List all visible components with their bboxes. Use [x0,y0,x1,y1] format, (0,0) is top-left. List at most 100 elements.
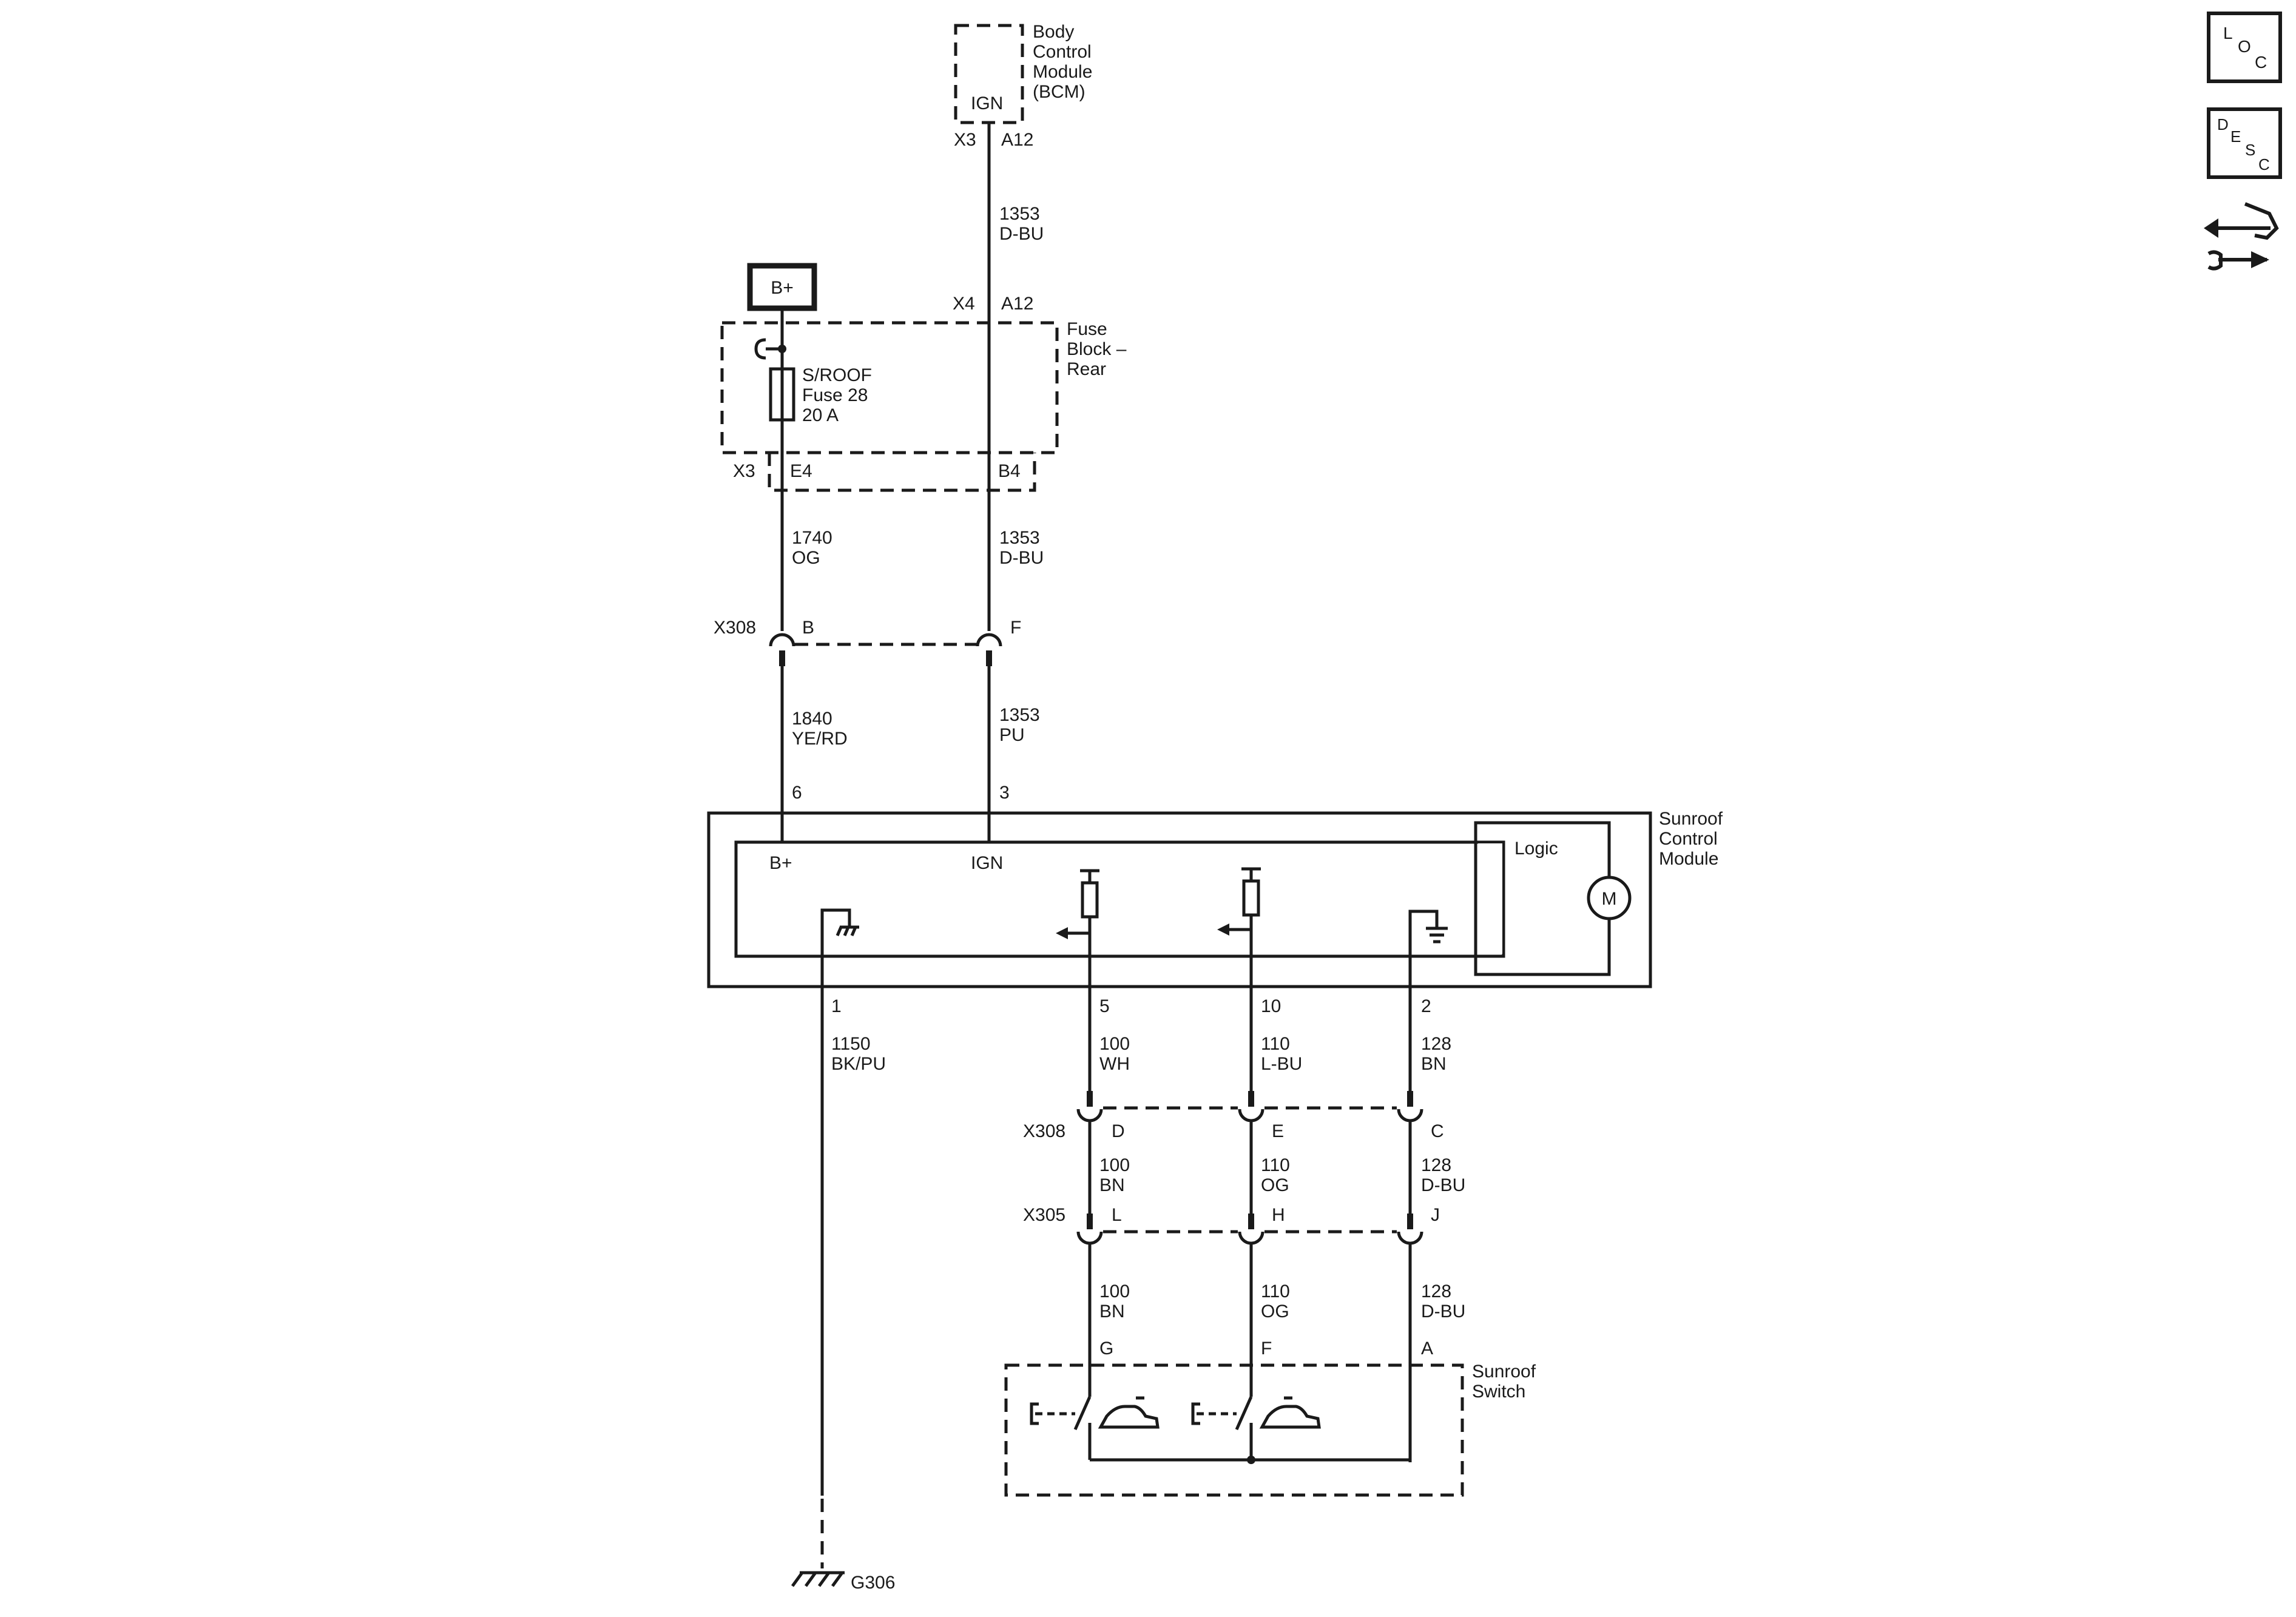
circuit-color: BN [1099,1175,1125,1195]
scm-pin-5: 5 [1099,996,1110,1016]
circuit-color: OG [1261,1301,1289,1322]
circuit-label-100-bn: 100 BN [1099,1155,1135,1195]
fuse-label-line: S/ROOF [802,365,872,385]
chassis-ground-g306: G306 [791,1571,895,1593]
connector-pin-b: B [802,618,814,638]
scm-pin-2: 2 [1421,996,1431,1016]
bcm-name-line: (BCM) [1033,82,1086,102]
connector-pin-e: E [1272,1121,1284,1141]
scm-name-line: Module [1659,849,1718,869]
sunroof-switch: Sunroof Switch [1004,1362,1541,1497]
circuit-color: L-BU [1261,1054,1302,1074]
loc-icon[interactable]: L O C [2207,12,2282,83]
circuit-number: 100 [1099,1281,1130,1301]
desc-icon[interactable]: D E S C [2207,107,2282,179]
circuit-color: YE/RD [792,729,848,749]
connector-navigation-icon[interactable] [2204,202,2279,271]
circuit-label-100-bn: 100 BN [1099,1281,1135,1322]
bcm-connector-label: X3 [954,130,976,150]
fuse-block-connector-x4: X4 [953,294,975,314]
ground-label: G306 [851,1573,895,1593]
connector-pin-f: F [1010,618,1021,638]
circuit-number: 1353 [999,705,1040,725]
scm-logic-label: Logic [1514,839,1558,859]
scm-ign-label: IGN [971,853,1003,873]
circuit-label-1353-pu: 1353 PU [999,705,1045,745]
switch-pin-a: A [1421,1338,1433,1359]
circuit-color: BN [1421,1054,1447,1074]
motor-label: M [1602,889,1617,909]
circuit-number: 110 [1261,1034,1290,1054]
connector-x308-bottom: X308 D E C [1023,1091,1444,1141]
sunroof-switch-name-line: Sunroof [1472,1362,1536,1382]
desc-letter: S [2245,141,2255,159]
fuse-block-connector-x3: X3 [733,461,755,481]
circuit-color: WH [1099,1054,1130,1074]
fuse-label-line: Fuse 28 [802,385,868,405]
circuit-color: D-BU [1421,1301,1465,1322]
fuse-block-pin-a12: A12 [1001,294,1033,314]
connector-pin-c: C [1431,1121,1444,1141]
circuit-color: OG [1261,1175,1289,1195]
sunroof-icon [1259,1405,1321,1429]
connector-pin-h: H [1272,1205,1285,1225]
bcm-name: Body Control Module (BCM) [1033,22,1098,102]
fuse-block-rear: Fuse Block – Rear X3 E4 B4 [720,319,1132,492]
scm-name: Sunroof Control Module [1659,809,1727,869]
desc-letter: C [2258,155,2270,174]
connector-x305-label: X305 [1023,1205,1065,1225]
motor-icon [1587,876,1632,920]
circuit-number: 100 [1099,1155,1130,1175]
circuit-number: 110 [1261,1155,1290,1175]
connector-x308-top: X308 B F [714,618,1021,666]
tab-symbol [754,338,782,360]
circuit-color: BK/PU [831,1054,886,1074]
circuit-label-1740-og: 1740 OG [792,528,837,568]
circuit-label-1840-yerd: 1840 YE/RD [792,709,848,749]
bcm-block: IGN Body Control Module (BCM) X3 A12 [954,22,1098,150]
circuit-label-1353-dbu-top: 1353 D-BU [999,204,1045,244]
fuse-block-pin-e4: E4 [790,461,812,481]
scm-pin-6: 6 [792,783,802,803]
circuit-label-1150-bkpu: 1150 BK/PU [831,1034,886,1074]
sunroof-control-module: Sunroof Control Module B+ IGN Logic M [707,809,1727,988]
bcm-name-line: Body [1033,22,1074,42]
circuit-label-100-wh: 100 WH [1099,1034,1135,1074]
scm-bplus-label: B+ [769,853,792,873]
connector-x305: X305 L H J [1023,1205,1440,1245]
connector-pin-j: J [1431,1205,1440,1225]
switch-pin-f: F [1261,1338,1272,1359]
circuit-number: 1150 [831,1034,871,1054]
loc-letter: O [2238,37,2251,56]
fuse-label-line: 20 A [802,405,839,425]
circuit-color: D-BU [1421,1175,1465,1195]
circuit-number: 1353 [999,204,1040,224]
bcm-name-line: Module [1033,62,1092,82]
pullup-input-5 [1056,869,1099,987]
fuse-block-name: Fuse Block – Rear [1067,319,1132,379]
scm-name-line: Sunroof [1659,809,1723,829]
loc-letter: L [2223,24,2233,42]
circuit-color: D-BU [999,224,1044,244]
circuit-color: D-BU [999,548,1044,568]
circuit-number: 100 [1099,1034,1130,1054]
desc-letter: D [2217,115,2229,133]
connector-x308-label: X308 [714,618,756,638]
scm-pin-1: 1 [831,996,842,1016]
battery-positive-block: B+ [747,263,817,311]
battery-positive-label: B+ [771,278,794,298]
circuit-number: 1840 [792,709,832,729]
circuit-number: 128 [1421,1034,1451,1054]
desc-letter: E [2230,127,2241,146]
circuit-color: OG [792,548,820,568]
fuse-block-pin-b4: B4 [998,461,1021,481]
connector-pin-d: D [1112,1121,1125,1141]
sunroof-switch-name: Sunroof Switch [1472,1362,1541,1402]
bcm-pin-label: A12 [1001,130,1033,150]
circuit-color: PU [999,725,1025,745]
circuit-label-128-dbu: 128 D-BU [1421,1155,1465,1195]
connector-pin-l: L [1112,1205,1122,1225]
circuit-number: 1740 [792,528,832,548]
circuit-number: 1353 [999,528,1040,548]
